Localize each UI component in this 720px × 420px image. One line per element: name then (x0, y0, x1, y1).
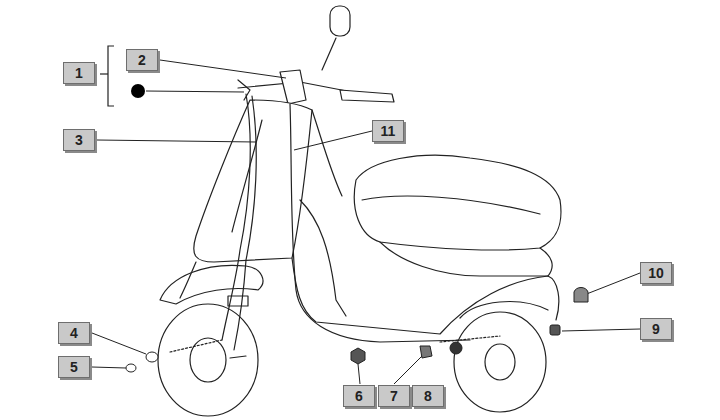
callout-box: 11 (372, 120, 404, 142)
callout-number: 5 (70, 359, 78, 375)
callout-box: 9 (640, 318, 672, 340)
callout-box: 2 (126, 49, 158, 71)
callout-box: 8 (412, 385, 444, 407)
callout-number: 2 (138, 52, 146, 68)
callout-number: 10 (648, 265, 664, 281)
callout-box: 1 (63, 62, 95, 84)
callout-box: 5 (58, 356, 90, 378)
callout-number: 9 (652, 321, 660, 337)
callout-box: 3 (63, 129, 95, 151)
callout-box: 10 (640, 262, 672, 284)
callout-box: 4 (58, 322, 90, 344)
callout-number: 11 (381, 123, 396, 139)
callout-number: 7 (390, 388, 398, 404)
callout-number: 1 (75, 65, 83, 81)
callout-box: 7 (378, 385, 410, 407)
grommet-dot (131, 84, 145, 98)
callout-box: 6 (343, 385, 375, 407)
callout-number: 3 (75, 132, 83, 148)
callout-number: 8 (424, 388, 432, 404)
callout-number: 4 (70, 325, 78, 341)
callout-number: 6 (355, 388, 363, 404)
